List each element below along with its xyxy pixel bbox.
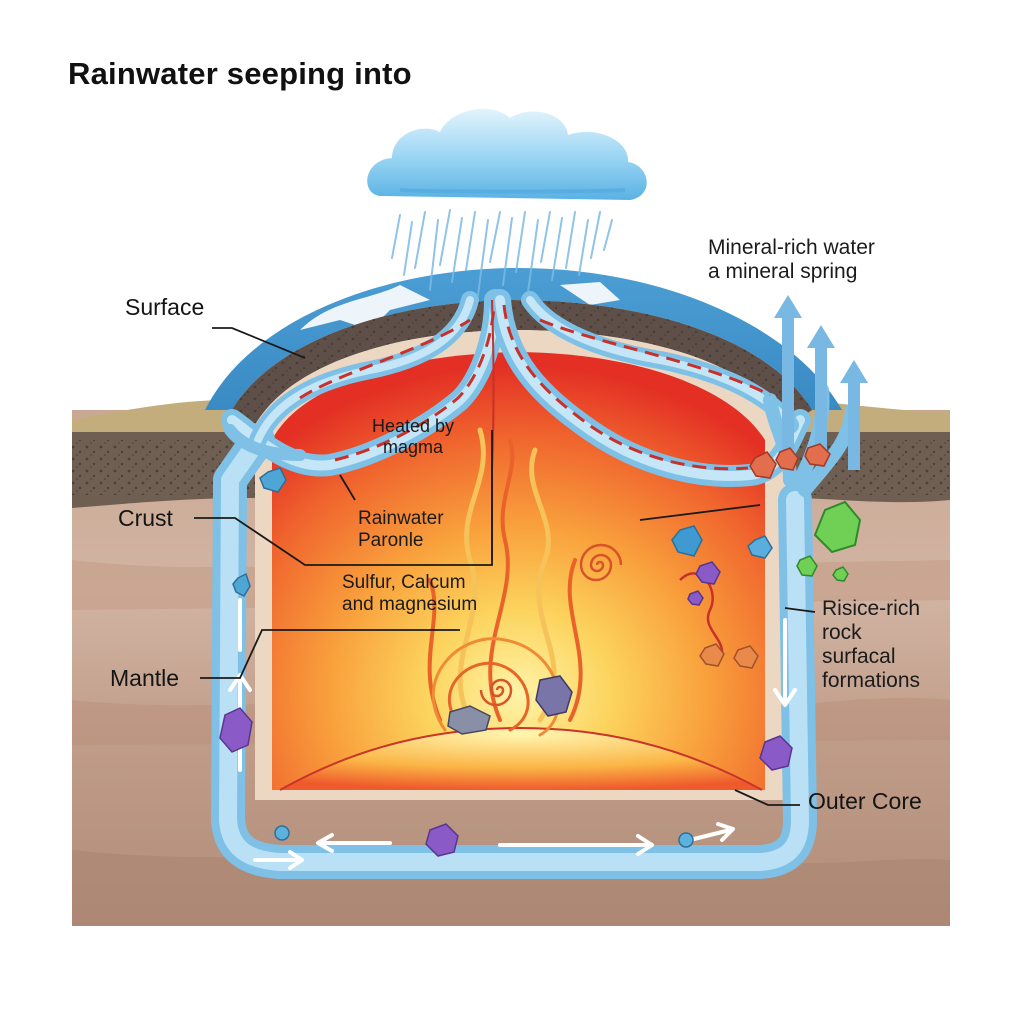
label-crust: Crust: [118, 505, 173, 531]
label-rainwater-line-2: Paronle: [358, 530, 424, 551]
arrow-up-icon: [774, 295, 868, 470]
crust-speckles: [232, 300, 812, 425]
heat-flow-lines: [299, 304, 771, 471]
core-outline: [279, 726, 763, 791]
label-heated-line-1: Heated by: [371, 416, 455, 436]
label-heated: Heated by magma: [363, 416, 463, 458]
label-rainwater: Rainwater Paronle: [358, 508, 444, 552]
crystal-icon: [219, 443, 862, 857]
label-sulfur-line-2: and magnesium: [342, 594, 478, 615]
label-sulfur-line-1: Sulfur, Calcum: [342, 572, 466, 593]
leader-lines: [194, 327, 816, 806]
label-rock: Risice-rich rock surfacal formations: [822, 597, 920, 693]
label-outer-core: Outer Core: [808, 788, 922, 814]
diagram-title: Rainwater seeping into: [68, 56, 412, 91]
cloud-icon: [367, 108, 647, 200]
label-surface: Surface: [125, 294, 205, 320]
spiral-icon: [579, 543, 623, 582]
label-mantle: Mantle: [110, 665, 180, 691]
label-mineral-water-line-2: a mineral spring: [708, 260, 858, 283]
label-mineral-water: Mineral-rich water a mineral spring: [708, 236, 875, 284]
label-heated-line-2: magma: [382, 437, 444, 457]
label-rock-line-1: Risice-rich: [822, 597, 921, 620]
label-mineral-water-line-1: Mineral-rich water: [708, 236, 875, 259]
label-sulfur: Sulfur, Calcum and magnesium: [342, 572, 477, 616]
label-rock-line-2: rock: [822, 621, 862, 644]
flow-arrows: [228, 598, 797, 870]
label-rainwater-line-1: Rainwater: [358, 508, 444, 529]
rain-icon: [391, 209, 613, 296]
core-spiral-icon: [479, 678, 513, 707]
label-rock-line-3: surfacal: [822, 645, 896, 668]
label-rock-line-4: formations: [822, 669, 921, 692]
